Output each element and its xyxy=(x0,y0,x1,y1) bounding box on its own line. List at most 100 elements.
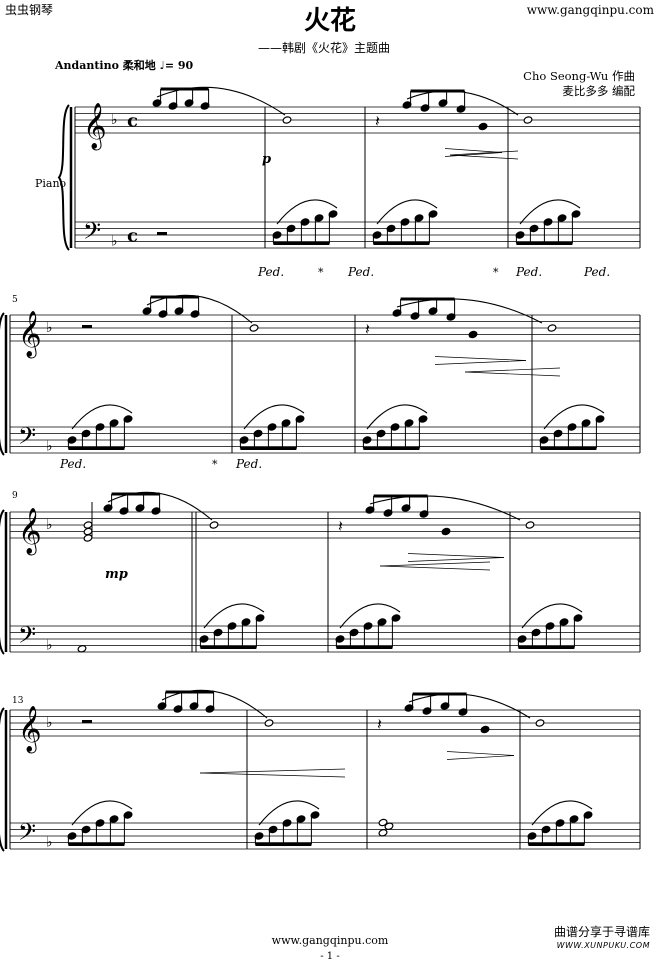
quarter-rest-icon: 𝄽 xyxy=(365,320,370,339)
decrescendo-hairpin xyxy=(407,557,505,562)
flat-icon: ♭ xyxy=(46,517,53,533)
flat-icon: ♭ xyxy=(46,638,53,654)
note-head xyxy=(523,116,533,124)
slur xyxy=(531,800,593,826)
flat-icon: ♭ xyxy=(46,835,53,851)
pedal-mark: Ped. xyxy=(583,265,610,279)
slur xyxy=(243,404,305,430)
note-head xyxy=(249,324,259,332)
slur xyxy=(369,495,521,521)
tempo-marking: Andantino 柔和地 ♩= 90 xyxy=(55,60,193,71)
measure-number-5: 5 xyxy=(12,295,18,305)
note-head xyxy=(282,116,292,124)
watermark-text: 曲谱分享于寻谱库 xyxy=(553,925,650,939)
quarter-rest-icon: 𝄽 xyxy=(375,112,380,131)
slur xyxy=(339,603,401,629)
treble-clef-icon: 𝄞 xyxy=(18,508,42,556)
half-rest-icon xyxy=(82,325,92,328)
slur xyxy=(376,199,438,225)
note-head xyxy=(264,719,274,727)
site-name-left: 虫虫钢琴 xyxy=(5,3,54,17)
crescendo-hairpin xyxy=(464,367,561,373)
pedal-mark: Ped. xyxy=(235,457,262,471)
grand-staff-brace xyxy=(0,707,5,852)
slur xyxy=(156,86,286,116)
slur xyxy=(406,90,519,116)
note-head xyxy=(384,822,394,830)
flat-icon: ♭ xyxy=(46,715,53,731)
slur xyxy=(408,693,531,719)
dynamic-mark: p xyxy=(262,152,271,167)
slur xyxy=(71,404,133,430)
crescendo-hairpin xyxy=(199,772,346,778)
dynamic-mark: mp xyxy=(105,567,128,582)
quarter-rest-icon: 𝄽 xyxy=(338,517,343,536)
slur xyxy=(521,603,583,629)
slur xyxy=(519,199,581,225)
page-number: - 1 - xyxy=(320,951,340,962)
note-head xyxy=(83,521,93,529)
tempo-text: Andantino 柔和地 xyxy=(55,59,156,72)
pedal-mark: Ped. xyxy=(59,457,86,471)
note-head xyxy=(535,719,545,727)
bass-clef-icon: 𝄢 xyxy=(83,217,101,250)
crescendo-hairpin xyxy=(449,150,519,156)
note-head xyxy=(378,829,388,837)
grand-staff-brace xyxy=(0,312,5,456)
note-head xyxy=(480,725,490,734)
piece-subtitle: ——韩剧《火花》主题曲 xyxy=(258,41,391,55)
half-rest-icon xyxy=(157,232,167,235)
flat-icon: ♭ xyxy=(111,112,118,128)
quarter-note-icon: ♩ xyxy=(159,59,165,72)
arranger-credit: 麦比多多 编配 xyxy=(562,84,635,98)
slur xyxy=(146,294,253,324)
pedal-mark: Ped. xyxy=(347,265,374,279)
pedal-release-icon: * xyxy=(318,266,324,279)
bass-clef-icon: 𝄢 xyxy=(18,422,36,455)
slur xyxy=(71,800,133,826)
treble-clef-icon: 𝄞 xyxy=(83,103,107,151)
footer-url[interactable]: www.gangqinpu.com xyxy=(271,934,389,947)
crescendo-hairpin xyxy=(449,154,519,160)
composer-credit: Cho Seong-Wu 作曲 xyxy=(523,69,635,83)
bass-clef-icon: 𝄢 xyxy=(18,621,36,654)
tempo-value: = 90 xyxy=(164,59,194,72)
crescendo-hairpin xyxy=(199,768,346,774)
crescendo-hairpin xyxy=(379,565,491,571)
half-rest-icon xyxy=(82,720,92,723)
flat-icon: ♭ xyxy=(46,320,53,336)
piece-title: 火花 xyxy=(303,6,356,36)
pedal-mark: Ped. xyxy=(257,265,284,279)
decrescendo-hairpin xyxy=(434,356,527,361)
note-head xyxy=(209,521,219,529)
decrescendo-hairpin xyxy=(434,360,527,365)
measure-number-13: 13 xyxy=(12,696,24,706)
slur xyxy=(258,800,320,826)
decrescendo-hairpin xyxy=(444,152,503,157)
pedal-release-icon: * xyxy=(212,458,218,471)
slur xyxy=(107,491,213,521)
grand-staff-brace xyxy=(57,104,70,251)
watermark-url: WWW.XUNPUKU.COM xyxy=(556,941,650,950)
slur xyxy=(276,199,338,225)
note-head xyxy=(83,534,93,542)
decrescendo-hairpin xyxy=(407,553,505,558)
note-head xyxy=(547,324,557,332)
decrescendo-hairpin xyxy=(446,751,515,756)
note-head xyxy=(468,330,478,339)
instrument-label: Piano xyxy=(35,177,67,190)
crescendo-hairpin xyxy=(464,371,561,377)
grand-staff-brace xyxy=(0,509,5,655)
site-url-right[interactable]: www.gangqinpu.com xyxy=(526,3,654,17)
flat-icon: ♭ xyxy=(46,439,53,455)
slur xyxy=(203,603,265,629)
slur xyxy=(396,298,543,324)
pedal-release-icon: * xyxy=(493,266,499,279)
crescendo-hairpin xyxy=(379,561,491,567)
treble-clef-icon: 𝄞 xyxy=(18,706,42,754)
decrescendo-hairpin xyxy=(444,148,503,153)
common-time-icon: c xyxy=(127,111,138,132)
note-head xyxy=(441,527,451,536)
